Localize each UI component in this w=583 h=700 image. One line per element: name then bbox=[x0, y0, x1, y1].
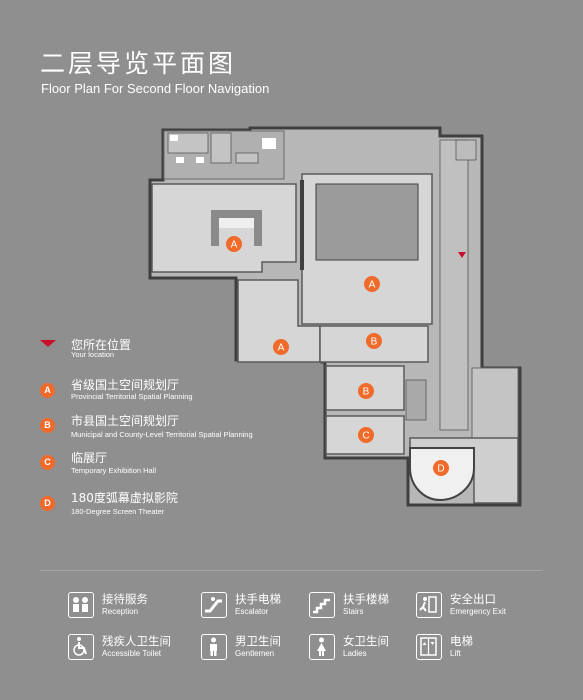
zone-badge-circle bbox=[226, 236, 242, 252]
facility-ladies-cn: 女卫生间 bbox=[343, 634, 389, 648]
zone-badge-b2: B bbox=[358, 383, 374, 399]
page-subtitle: Floor Plan For Second Floor Navigation bbox=[41, 81, 270, 96]
facility-stairs-cn: 扶手楼梯 bbox=[343, 592, 389, 606]
legend-c-cn: 临展厅 bbox=[71, 451, 108, 465]
facility-lift-en: Lift bbox=[450, 649, 461, 658]
zone-badge-label: A bbox=[231, 240, 238, 251]
zone-badge-circle bbox=[433, 460, 449, 476]
zone-badge-b1: B bbox=[366, 333, 382, 349]
legend-d-en: 180-Degree Screen Theater bbox=[71, 507, 165, 516]
lift-icon-small bbox=[262, 138, 276, 149]
facility-reception-en: Reception bbox=[102, 607, 139, 616]
zone-badge-d1: D bbox=[433, 460, 449, 476]
legend-a-en: Provincial Territorial Spatial Planning bbox=[71, 392, 193, 401]
your-location-marker bbox=[458, 252, 466, 258]
legend-b-cn: 市县国土空间规划厅 bbox=[71, 414, 180, 428]
zone-badge-label: A bbox=[369, 280, 376, 291]
facility-ladies-en: Ladies bbox=[343, 649, 367, 658]
legend-location-en: Your location bbox=[71, 350, 115, 359]
legend-d-cn: 180度弧幕虚拟影院 bbox=[71, 491, 178, 505]
facility-stairs-en: Stairs bbox=[343, 607, 364, 616]
zone-badge-label: B bbox=[371, 337, 378, 348]
corridor-right bbox=[439, 139, 469, 431]
facility-reception-cn: 接待服务 bbox=[102, 592, 148, 606]
zone-badge-a1: A bbox=[226, 236, 242, 252]
legend-c-en: Temporary Exhibition Hall bbox=[71, 466, 157, 475]
zone-badge-label: D bbox=[437, 464, 444, 475]
zone-badge-c1: C bbox=[358, 427, 374, 443]
facility-emergency-exit-en: Emergency Exit bbox=[450, 607, 507, 616]
zone-badge-circle bbox=[358, 427, 374, 443]
facility-lift-cn: 电梯 bbox=[450, 634, 473, 648]
zone-badge-circle bbox=[366, 333, 382, 349]
legend-badge-b: B bbox=[40, 418, 55, 433]
facility-escalator-en: Escalator bbox=[235, 607, 269, 616]
legend-badge-a: A bbox=[40, 383, 55, 398]
zone-badge-a3: A bbox=[273, 339, 289, 355]
facility-escalator-cn: 扶手电梯 bbox=[235, 592, 281, 606]
zone-badge-label: B bbox=[363, 387, 370, 398]
legend-a-cn: 省级国土空间规划厅 bbox=[71, 378, 180, 392]
lift-icon bbox=[416, 634, 442, 660]
legend-badge-c: C bbox=[40, 455, 55, 470]
escalator-icon bbox=[201, 592, 227, 618]
your-location-icon bbox=[40, 340, 56, 347]
divider bbox=[40, 570, 543, 571]
facility-emergency-exit-cn: 安全出口 bbox=[450, 592, 496, 606]
legend-badge-d: D bbox=[40, 496, 55, 511]
toilet-icon-small bbox=[170, 135, 178, 141]
zone-badge-label: A bbox=[278, 343, 285, 354]
facility-accessible-toilet-cn: 残疾人卫生间 bbox=[102, 634, 171, 648]
zone-badge-a2: A bbox=[364, 276, 380, 292]
facility-gentlemen-cn: 男卫生间 bbox=[235, 634, 281, 648]
ladies-icon bbox=[309, 634, 335, 660]
emergency-exit-icon bbox=[416, 592, 442, 618]
facility-gentlemen-en: Gentlemen bbox=[235, 649, 275, 658]
stairs-icon bbox=[309, 592, 335, 618]
reception-icon bbox=[68, 592, 94, 618]
zone-badge-label: C bbox=[362, 431, 369, 442]
zone-badge-circle bbox=[273, 339, 289, 355]
zone-badge-circle bbox=[364, 276, 380, 292]
gentlemen-icon bbox=[201, 634, 227, 660]
accessible-toilet-icon bbox=[68, 634, 94, 660]
page-title: 二层导览平面图 bbox=[40, 49, 237, 78]
zone-badge-circle bbox=[358, 383, 374, 399]
legend-location-cn: 您所在位置 bbox=[71, 338, 132, 352]
legend-b-en: Municipal and County-Level Territorial S… bbox=[71, 430, 253, 439]
facility-accessible-toilet-en: Accessible Toilet bbox=[102, 649, 161, 658]
